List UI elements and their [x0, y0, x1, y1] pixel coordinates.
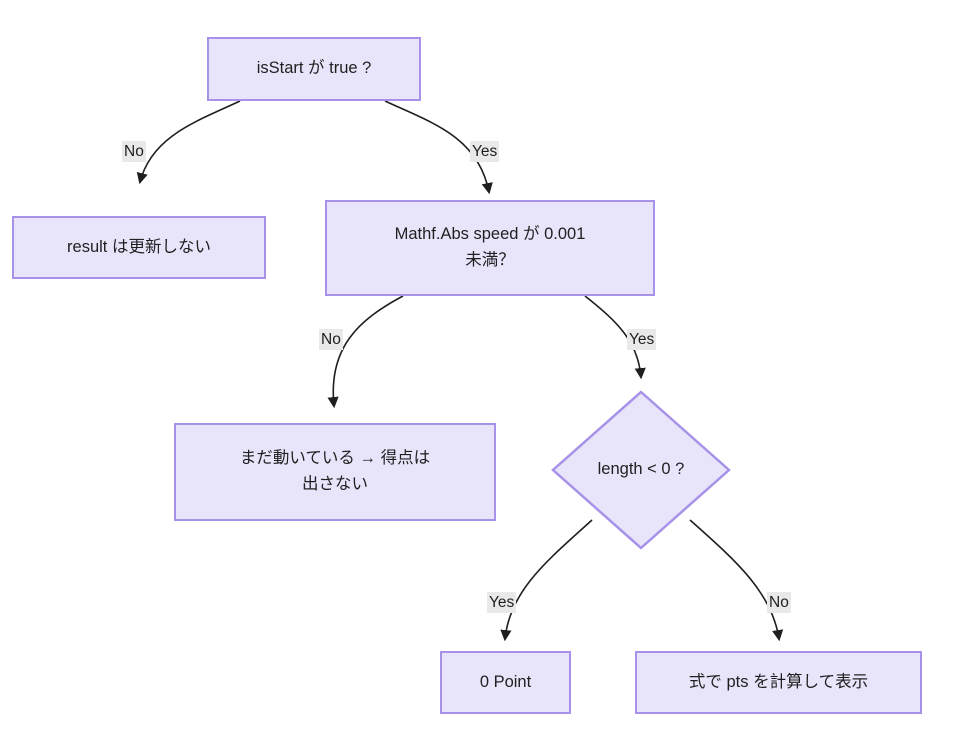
node-calc-pts[interactable]: 式で pts を計算して表示	[635, 651, 922, 714]
node-still-moving[interactable]: まだ動いている → 得点は 出さない	[174, 423, 496, 521]
node-zero-point[interactable]: 0 Point	[440, 651, 571, 714]
edge-start-to-no-update	[136, 100, 241, 185]
node-length-check[interactable]: length < 0 ?	[551, 390, 731, 550]
edge-label-speed-yes: Yes	[627, 329, 657, 351]
edge-label-length-no: No	[767, 592, 791, 614]
edge-label-start-no: No	[122, 141, 146, 163]
node-start[interactable]: isStart が true ?	[207, 37, 421, 101]
edge-label-start-yes: Yes	[470, 141, 500, 163]
edge-label-length-yes: Yes	[487, 592, 517, 614]
diamond-shape-icon	[551, 390, 731, 550]
node-speed-check[interactable]: Mathf.Abs speed が 0.001 未満？	[325, 200, 655, 296]
edge-speed-check-to-still-moving	[327, 295, 404, 409]
node-length-check-label: length < 0 ?	[597, 460, 685, 479]
node-result-not-updated[interactable]: result は更新しない	[12, 216, 266, 279]
edge-label-speed-no: No	[319, 329, 343, 351]
